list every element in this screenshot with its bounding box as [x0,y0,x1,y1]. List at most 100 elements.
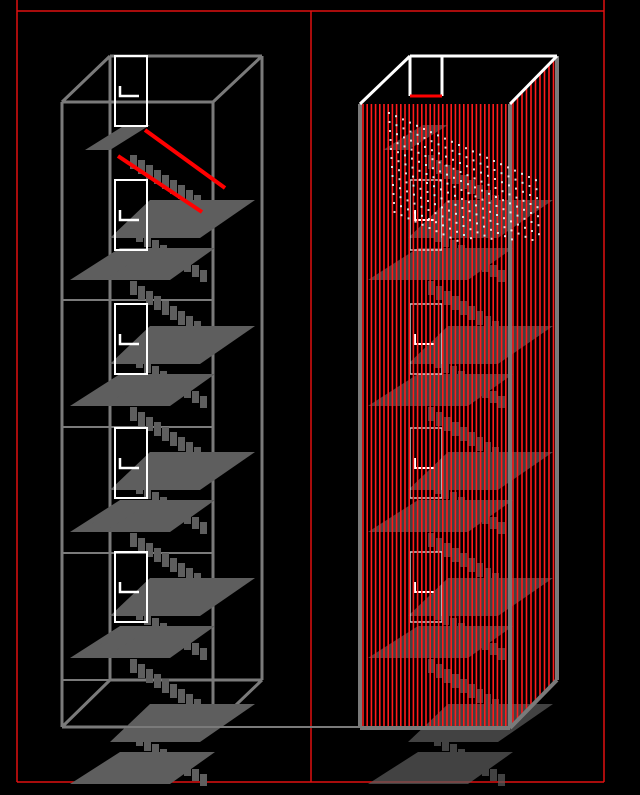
stair-landing [85,629,150,654]
rail-dot [465,156,468,159]
stair-step [192,391,199,403]
rail-dot [460,189,463,191]
rail-dot [434,203,436,206]
stair-step [192,769,199,781]
rail-dot [453,185,456,188]
rail-dot [431,158,434,161]
stair-step [194,699,201,713]
rail-dot [447,191,449,194]
right-tower-frame [358,56,559,730]
stair-step [192,517,199,529]
rail-dot [488,201,491,204]
rail-dot [403,136,405,139]
stair-step [184,638,191,650]
door-handle-mark [414,334,434,345]
stair-step [474,507,481,519]
rail-dot [467,192,470,195]
rail-dot [504,235,506,238]
stair-step [186,442,193,456]
stair-step [458,245,465,257]
stair-step [146,291,153,305]
rail-dot [522,190,524,193]
rail-dot [510,220,512,223]
rail-dot [528,176,530,178]
stair-step [500,578,507,592]
rail-dot [469,228,472,231]
left-tower-frame [60,54,264,729]
rail-dot [529,194,531,196]
rail-dot [480,180,483,183]
stair-step [436,538,443,552]
stair-step [160,245,167,257]
stair-step [128,477,135,489]
side-cladding-lines [512,59,555,725]
rail-dot [536,197,538,200]
rail-dot [430,140,433,143]
stair-step [458,749,465,761]
rail-dot [466,165,468,168]
stair-step [170,180,177,194]
stair-step [136,482,143,494]
rail-dot [412,184,415,187]
stair-step [162,679,169,693]
rail-dot [417,151,420,154]
rail-dot [428,227,431,229]
stair-step [162,553,169,567]
rail-dot [414,220,417,223]
rail-dot [508,184,510,187]
rail-dot [438,161,441,164]
rail-dot [390,148,392,150]
rail-dot [488,192,490,195]
rail-dot [460,180,462,182]
rail-dot [530,212,532,214]
stair-step [184,512,191,524]
rail-dot [404,154,406,157]
rail-dot [432,176,435,179]
stair-step [178,563,185,577]
rail-dot [480,171,482,174]
rail-dot [502,199,504,202]
rail-dot [452,167,455,170]
rail-dot [395,124,398,127]
rail-dot [503,226,506,229]
rail-dot [470,237,472,240]
stair-step [202,200,209,214]
stair-step [482,764,489,776]
rail-dot [391,166,393,168]
stair-landing [383,629,448,654]
rail-dot [416,124,418,127]
stair-step [434,230,441,242]
rail-dot [531,230,533,232]
stair-step [194,447,201,461]
stair-step [500,200,507,214]
rail-dot [459,171,462,173]
rail-dot [461,198,463,200]
door-handle-mark [414,582,434,593]
rail-dot [463,234,465,236]
stair-step [130,659,137,673]
rail-dot [423,137,426,139]
stair-step [200,648,207,660]
stair-step [176,255,183,267]
rail-dot [427,209,430,211]
rail-dot [511,238,513,241]
rail-dot [440,188,442,191]
stair-step [184,260,191,272]
stair-step [476,563,483,577]
door-frame [114,303,148,375]
rail-dot [389,130,391,132]
stair-step [442,613,449,625]
stair-step [200,522,207,534]
stair-step [152,744,159,756]
rail-dot [407,217,410,220]
stair-step [202,578,209,592]
stair-step [176,381,183,393]
stair-step [450,240,457,252]
stair-step [170,432,177,446]
rail-dot [433,194,436,197]
rail-dot [490,237,493,240]
rail-dot [388,112,390,114]
rail-dot [479,153,481,156]
door-frame [114,551,148,623]
